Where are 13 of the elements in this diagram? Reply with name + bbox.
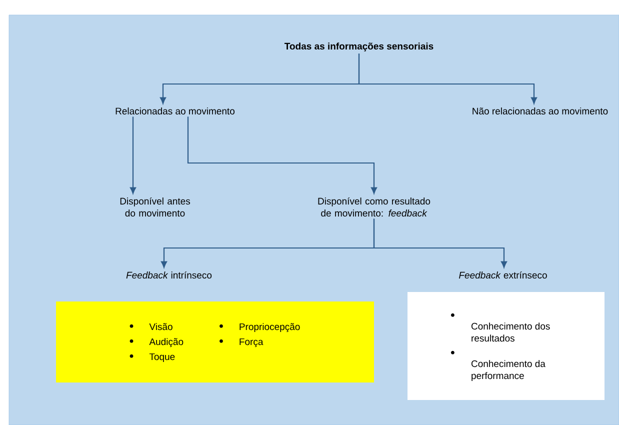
category-label: Disponível como resultado de movimento: feedback — [318, 197, 430, 217]
arrow — [187, 116, 377, 194]
list-box: Conhecimento dos resultados Conhecimento da performance — [408, 292, 604, 400]
category-label: Relacionadas ao movimento — [116, 108, 235, 114]
arrow — [358, 54, 537, 104]
category-label: Não relacionadas ao movimento — [472, 108, 608, 114]
list-box: Visão Propriocepção Audição Força Toque — [56, 302, 374, 382]
category-label: Disponível antes do movimento — [120, 197, 190, 217]
arrow — [373, 218, 507, 268]
category-label: Feedback extrínseco — [459, 271, 547, 279]
arrow — [130, 116, 136, 194]
heading-text: Todas as informações sensoriais — [284, 42, 434, 52]
category-label: Feedback intrínseco — [126, 271, 212, 279]
